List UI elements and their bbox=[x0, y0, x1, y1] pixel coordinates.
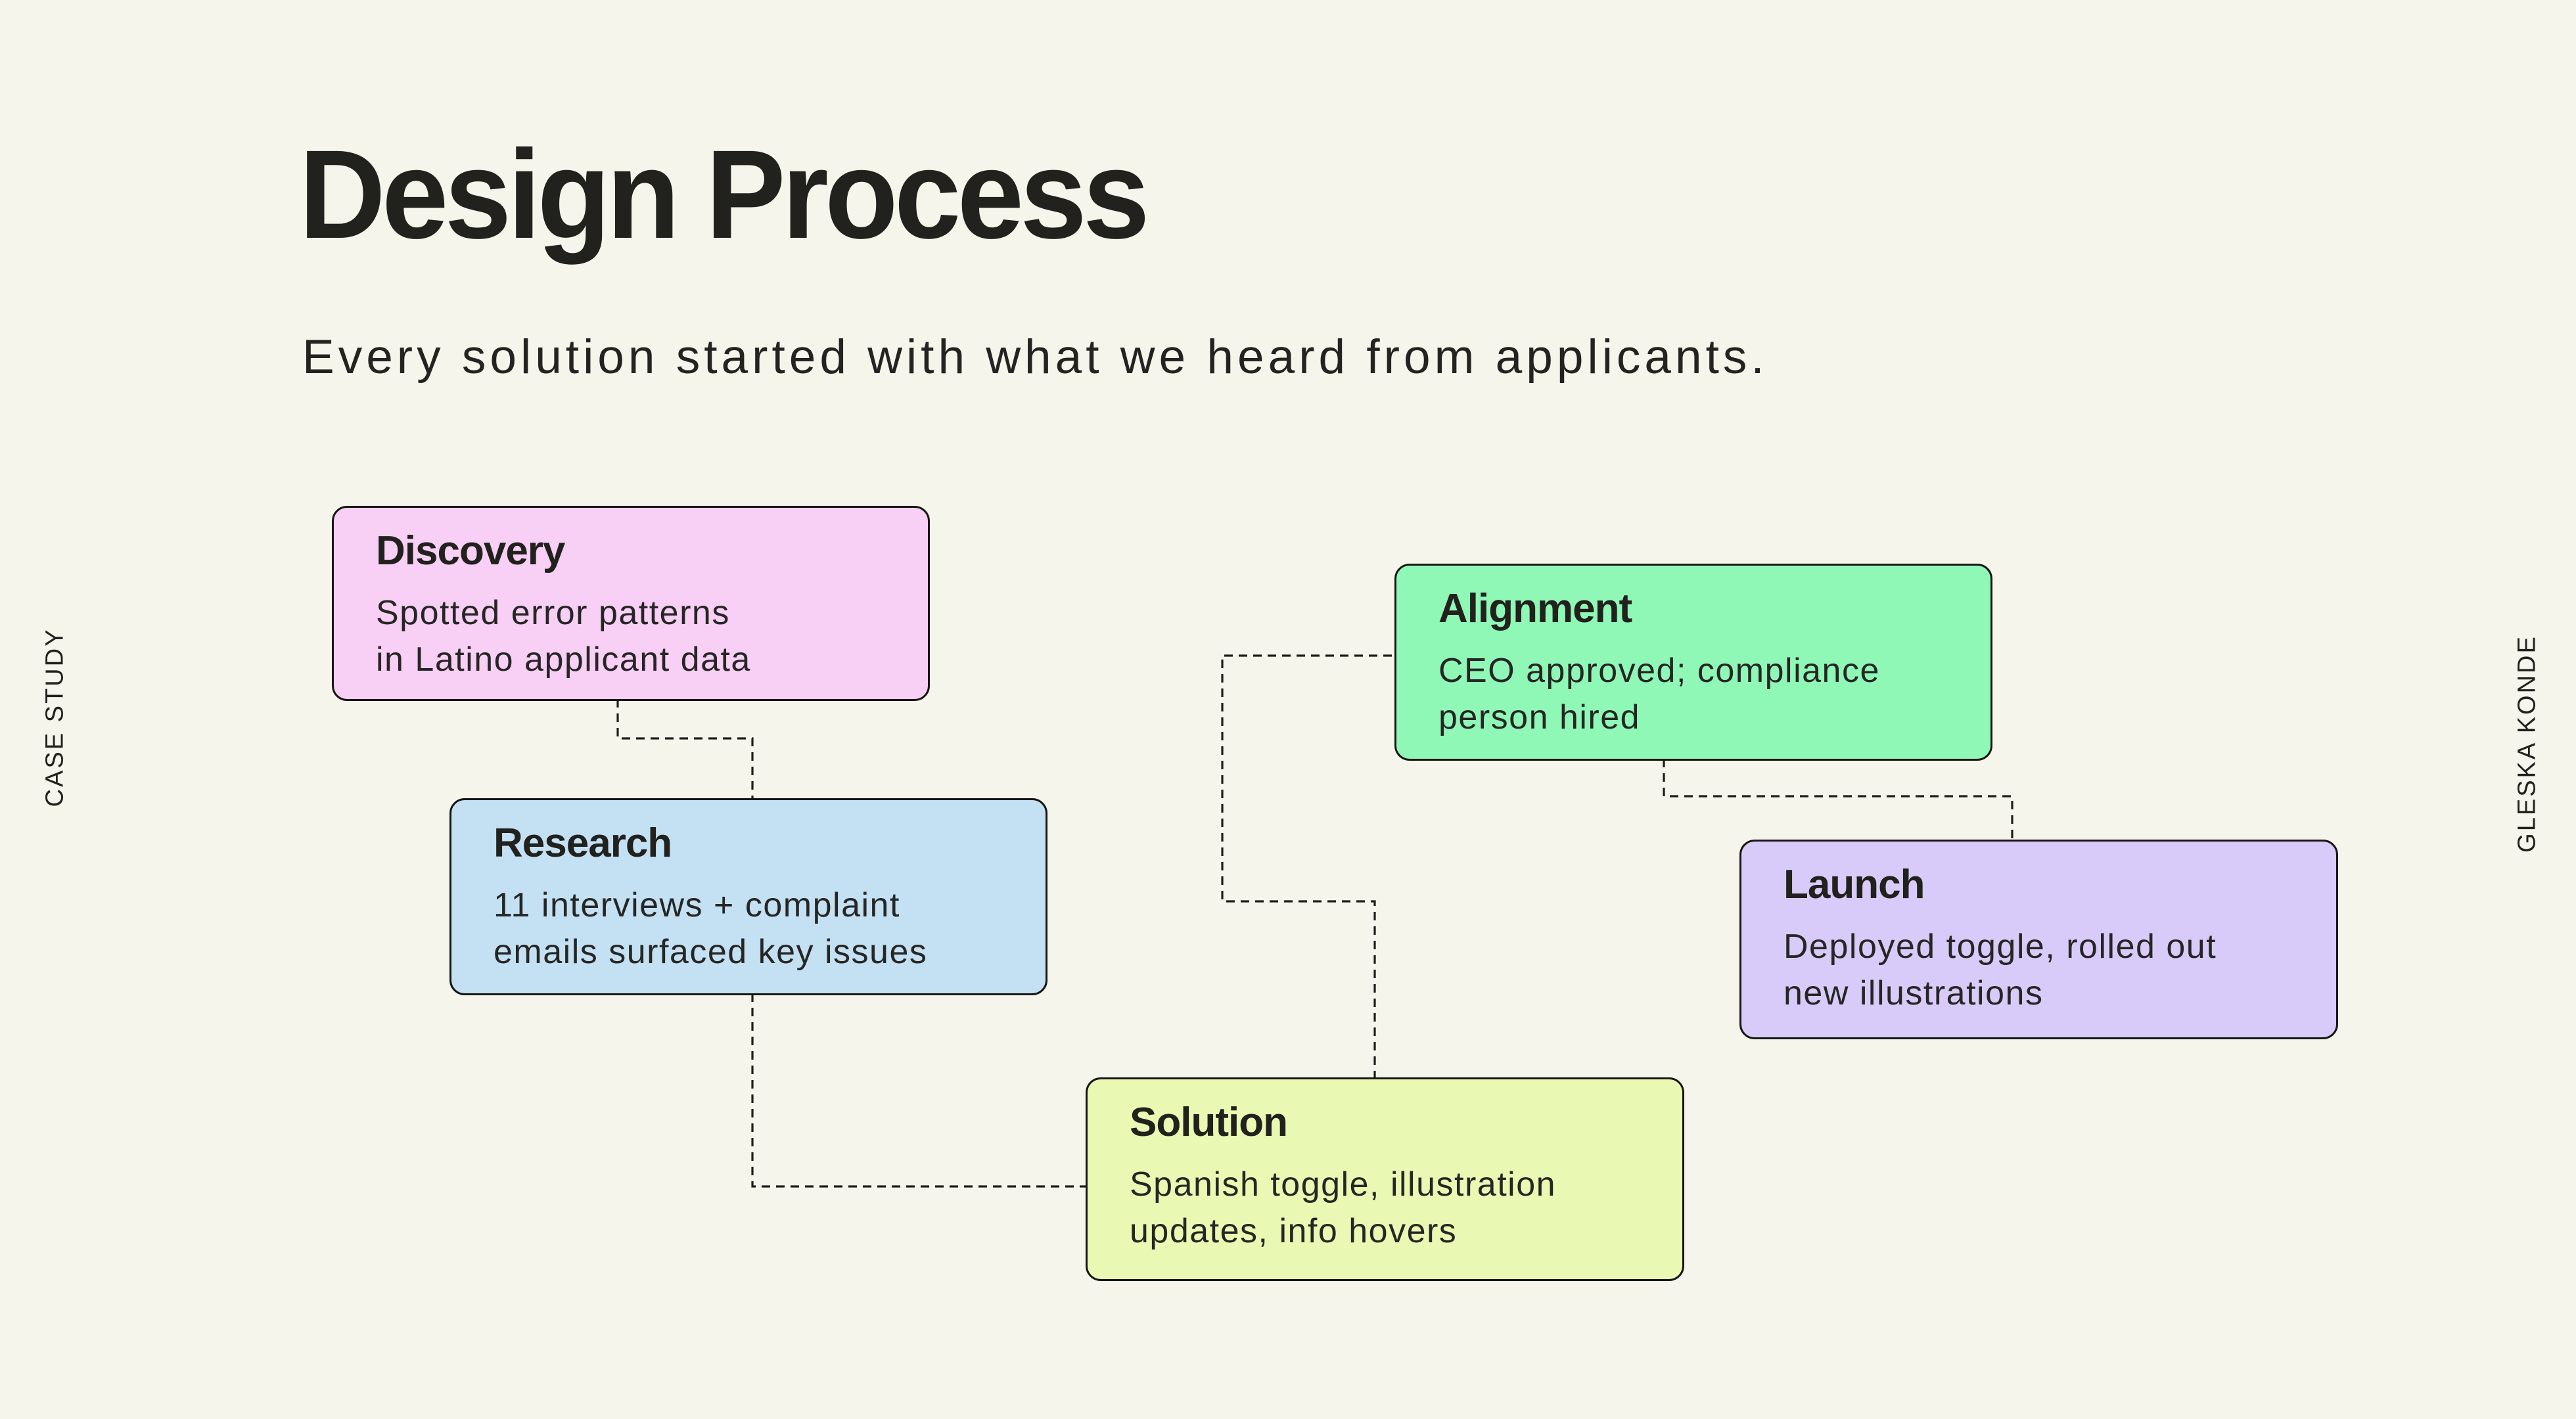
connector-research-solution bbox=[751, 993, 1088, 1188]
card-body: CEO approved; compliance person hired bbox=[1438, 652, 1880, 737]
connector-discovery-research bbox=[616, 699, 754, 800]
card-body: Spotted error patterns in Latino applica… bbox=[376, 594, 751, 679]
card-title: Research bbox=[494, 821, 672, 866]
card-discovery: Discovery Spotted error patterns in Lati… bbox=[332, 506, 930, 701]
connector-solution-alignment bbox=[1221, 654, 1396, 1079]
page-title: Design Process bbox=[299, 124, 1150, 265]
card-solution: Solution Spanish toggle, illustration up… bbox=[1086, 1077, 1684, 1281]
card-launch: Launch Deployed toggle, rolled out new i… bbox=[1739, 840, 2338, 1039]
card-body: Deployed toggle, rolled out new illustra… bbox=[1783, 928, 2217, 1013]
card-body: 11 interviews + complaint emails surface… bbox=[494, 886, 928, 972]
card-title: Solution bbox=[1130, 1100, 1288, 1145]
card-title: Launch bbox=[1783, 862, 1925, 907]
connector-alignment-launch bbox=[1663, 759, 2013, 842]
card-title: Alignment bbox=[1438, 586, 1632, 631]
card-body: Spanish toggle, illustration updates, in… bbox=[1130, 1165, 1557, 1251]
card-title: Discovery bbox=[376, 528, 565, 574]
card-research: Research 11 interviews + complaint email… bbox=[449, 798, 1047, 995]
page-subtitle: Every solution started with what we hear… bbox=[302, 330, 1768, 384]
card-alignment: Alignment CEO approved; compliance perso… bbox=[1394, 564, 1992, 761]
